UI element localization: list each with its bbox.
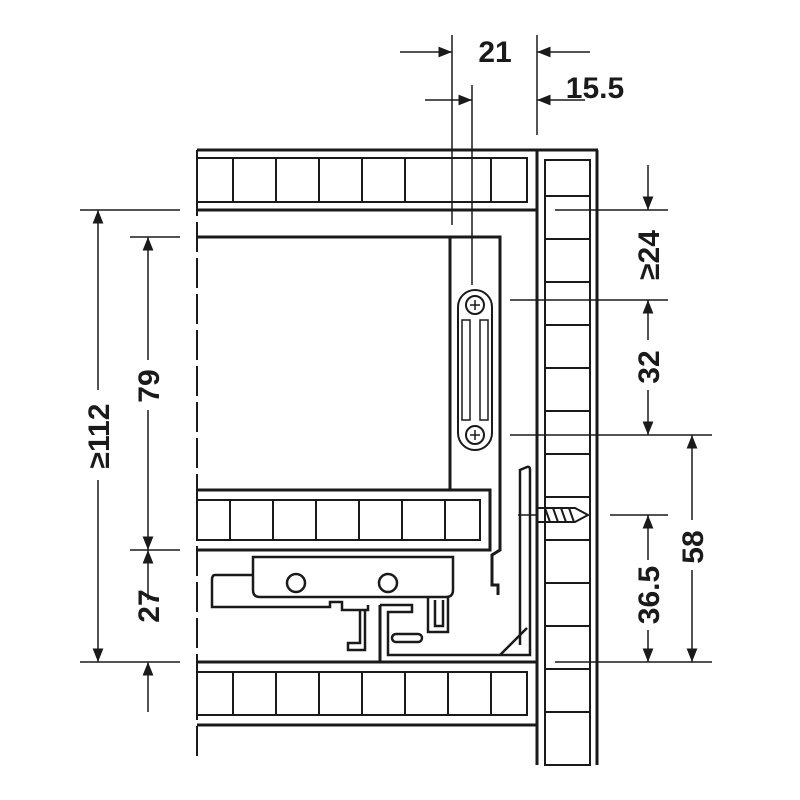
- dim-label-36-5: 36.5: [633, 566, 666, 624]
- top-panel: [196, 148, 598, 760]
- side-panel: [535, 150, 599, 766]
- dim-label-min-24: ≥24: [633, 230, 666, 280]
- dim-label-15-5: 15.5: [566, 72, 624, 105]
- screw-icon: [518, 507, 591, 523]
- dim-label-58: 58: [677, 530, 710, 563]
- bottom-panel: [196, 660, 537, 727]
- dim-label-min-112: ≥112: [83, 404, 116, 469]
- mounting-hole-icon: [465, 295, 485, 315]
- dim-label-32: 32: [633, 350, 666, 383]
- dim-label-21: 21: [478, 36, 511, 69]
- dim-label-27: 27: [133, 589, 166, 622]
- drawer-side-profile: [450, 235, 502, 595]
- drawer-box: [196, 235, 492, 552]
- dimension-lines: [80, 35, 712, 712]
- mounting-hole-icon: [465, 425, 485, 445]
- runner-locking-device: [210, 465, 537, 664]
- dim-label-79: 79: [133, 369, 166, 402]
